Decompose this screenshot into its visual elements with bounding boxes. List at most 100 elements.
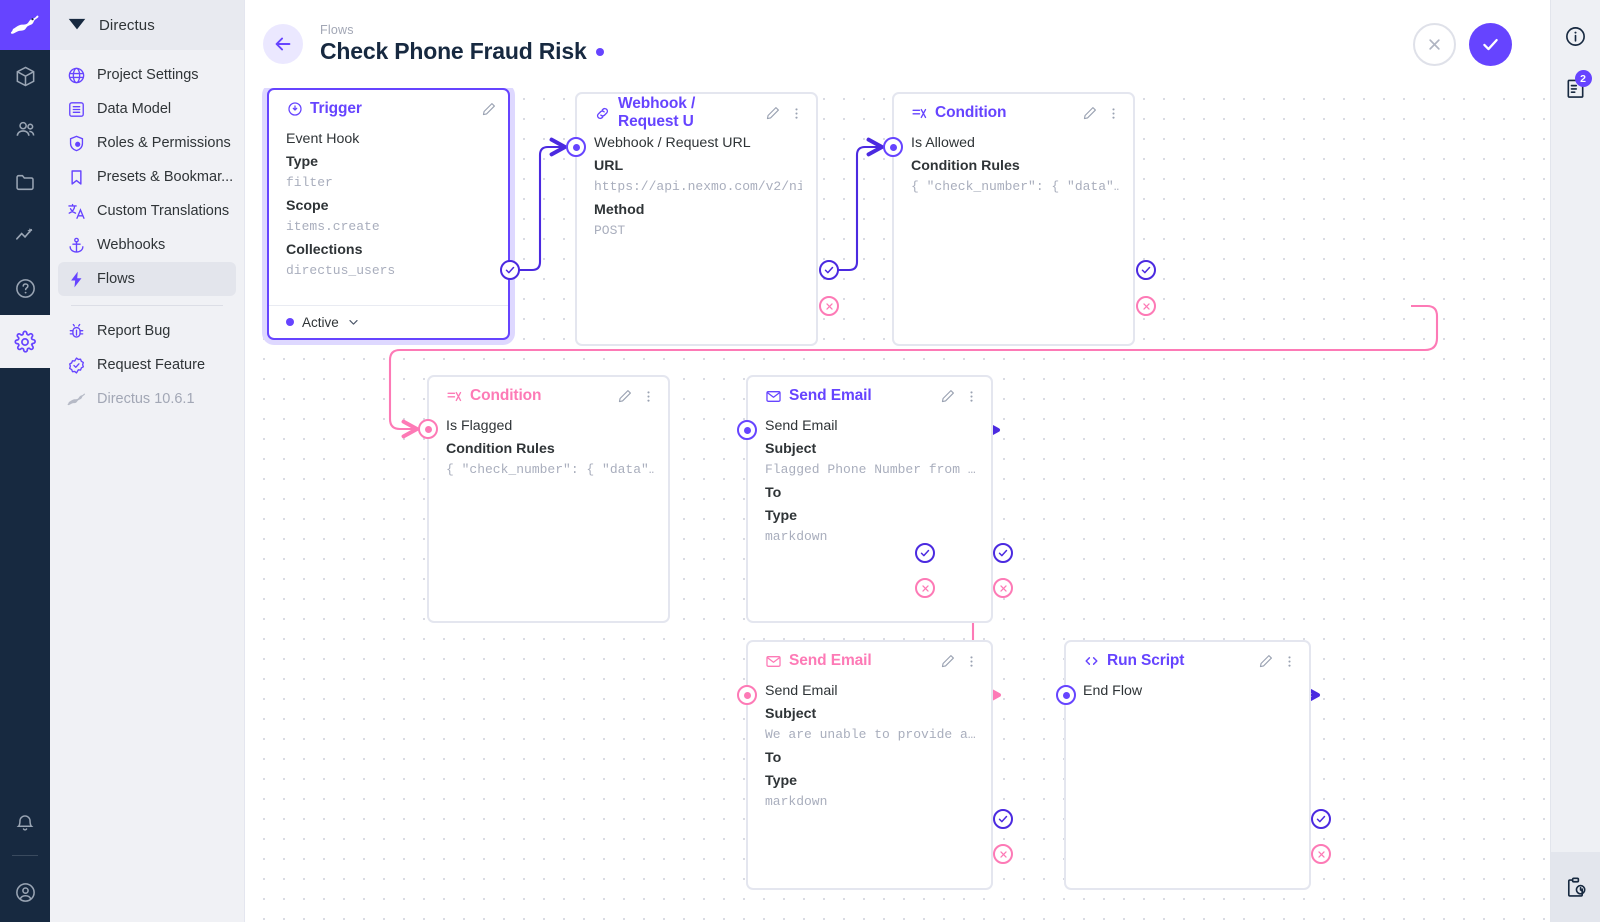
edit-pencil-icon[interactable] (615, 387, 634, 406)
sidebar-item-custom-translations[interactable]: Custom Translations (58, 194, 236, 228)
send-email-flagged-input-port[interactable] (737, 420, 757, 440)
sidebar-item-request-feature[interactable]: Request Feature (58, 348, 236, 382)
sidebar-item-flows[interactable]: Flows (58, 262, 236, 296)
node-header: Condition (429, 377, 668, 415)
node-header: Send Email (748, 642, 991, 680)
node-operation-name: Send Email (765, 418, 838, 434)
sidebar-item-project-settings[interactable]: Project Settings (58, 58, 236, 92)
bookmark-icon (66, 167, 86, 187)
rail-item-files[interactable] (0, 156, 50, 209)
rabbit-icon (66, 389, 86, 409)
sidebar-header: Directus (50, 0, 244, 50)
edit-pencil-icon[interactable] (938, 652, 957, 671)
webhook-reject-port[interactable] (819, 296, 839, 316)
sidebar-item-label: Directus 10.6.1 (97, 391, 195, 407)
node-title: Condition (935, 104, 1007, 121)
flow-node-run-script[interactable]: Run Script (1064, 640, 1311, 890)
sidebar-item-presets-bookmarks[interactable]: Presets & Bookmar... (58, 160, 236, 194)
webhook-resolve-port[interactable] (819, 260, 839, 280)
chevron-down-icon[interactable] (347, 316, 360, 329)
condition-allowed-input-port[interactable] (883, 137, 903, 157)
node-header-actions (615, 387, 658, 406)
more-options-icon[interactable] (1104, 104, 1123, 123)
run-script-resolve-port[interactable] (1311, 809, 1331, 829)
node-body: End Flow (1066, 680, 1309, 702)
sidebar-item-data-model[interactable]: Data Model (58, 92, 236, 126)
run-script-reject-port[interactable] (1311, 844, 1331, 864)
field-label: To (765, 750, 782, 766)
flow-node-trigger[interactable]: Trigger Event Hook Type filter Scope (267, 88, 510, 340)
send-email-unable-input-port[interactable] (737, 685, 757, 705)
condition-flagged-resolve-port[interactable] (915, 543, 935, 563)
condition-flagged-reject-port[interactable] (915, 578, 935, 598)
sidebar-item-roles-permissions[interactable]: Roles & Permissions (58, 126, 236, 160)
title-block: Flows Check Phone Fraud Risk (320, 23, 604, 65)
condition-flagged-input-port[interactable] (418, 419, 438, 439)
more-options-icon[interactable] (1280, 652, 1299, 671)
back-button[interactable] (263, 24, 303, 64)
edit-pencil-icon[interactable] (1256, 652, 1275, 671)
node-header-actions (763, 104, 806, 123)
breadcrumb[interactable]: Flows (320, 23, 354, 37)
edit-pencil-icon[interactable] (1080, 104, 1099, 123)
node-header: Send Email (748, 377, 991, 415)
condition-allowed-reject-port[interactable] (1136, 296, 1156, 316)
node-status-footer[interactable]: Active (269, 305, 508, 338)
flow-canvas[interactable]: Trigger Event Hook Type filter Scope (245, 88, 1550, 922)
rail-item-account[interactable] (0, 862, 50, 922)
flow-node-send-email-flagged[interactable]: Send Email (746, 375, 993, 623)
field-label: Condition Rules (911, 158, 1020, 174)
directus-logo[interactable] (0, 0, 50, 50)
sidebar-item-report-bug[interactable]: Report Bug (58, 314, 236, 348)
sidebar-item-label: Roles & Permissions (97, 135, 231, 151)
flow-node-condition-is-allowed[interactable]: Condition (892, 92, 1135, 346)
flow-node-webhook[interactable]: Webhook / Request U (575, 92, 818, 346)
rail-item-users[interactable] (0, 103, 50, 156)
flow-node-send-email-unable[interactable]: Send Email (746, 640, 993, 890)
edit-pencil-icon[interactable] (763, 104, 782, 123)
rail-item-settings[interactable] (0, 315, 50, 368)
bolt-icon (66, 269, 86, 289)
node-header-actions (479, 100, 498, 119)
info-sidebar-button[interactable] (1551, 10, 1600, 62)
run-script-input-port[interactable] (1056, 685, 1076, 705)
trigger-resolve-port[interactable] (500, 260, 520, 280)
cancel-button[interactable] (1413, 22, 1456, 66)
rail-item-insights[interactable] (0, 209, 50, 262)
save-button[interactable] (1469, 22, 1512, 66)
field-label: Type (765, 508, 798, 524)
node-header-actions (1080, 104, 1123, 123)
rail-item-content[interactable] (0, 50, 50, 103)
more-options-icon[interactable] (962, 652, 981, 671)
rail-item-docs[interactable] (0, 262, 50, 315)
more-options-icon[interactable] (639, 387, 658, 406)
node-header-actions (938, 652, 981, 671)
condition-allowed-resolve-port[interactable] (1136, 260, 1156, 280)
node-operation-name: Is Allowed (911, 135, 975, 151)
edit-pencil-icon[interactable] (938, 387, 957, 406)
flow-node-condition-is-flagged[interactable]: Condition (427, 375, 670, 623)
logs-sidebar-button[interactable]: 2 (1551, 62, 1600, 114)
send-email-unable-reject-port[interactable] (993, 844, 1013, 864)
webhook-input-port[interactable] (566, 137, 586, 157)
send-email-flagged-reject-port[interactable] (993, 578, 1013, 598)
directus-diamond-icon (66, 12, 88, 39)
mail-icon (765, 388, 782, 405)
node-header: Trigger (269, 90, 508, 128)
edit-pencil-icon[interactable] (479, 100, 498, 119)
sidebar-item-webhooks[interactable]: Webhooks (58, 228, 236, 262)
more-options-icon[interactable] (962, 387, 981, 406)
more-options-icon[interactable] (787, 104, 806, 123)
node-operation-name: Event Hook (286, 131, 360, 147)
field-value: We are unable to provide a… (765, 727, 976, 742)
page-title: Check Phone Fraud Risk (320, 38, 587, 64)
header-actions (1413, 22, 1512, 66)
node-title: Trigger (310, 100, 362, 117)
module-rail (0, 0, 50, 922)
activity-history-button[interactable] (1550, 852, 1600, 922)
send-email-unable-resolve-port[interactable] (993, 809, 1013, 829)
rail-item-notifications[interactable] (0, 796, 50, 849)
send-email-flagged-resolve-port[interactable] (993, 543, 1013, 563)
sidebar-item-label: Flows (97, 271, 135, 287)
